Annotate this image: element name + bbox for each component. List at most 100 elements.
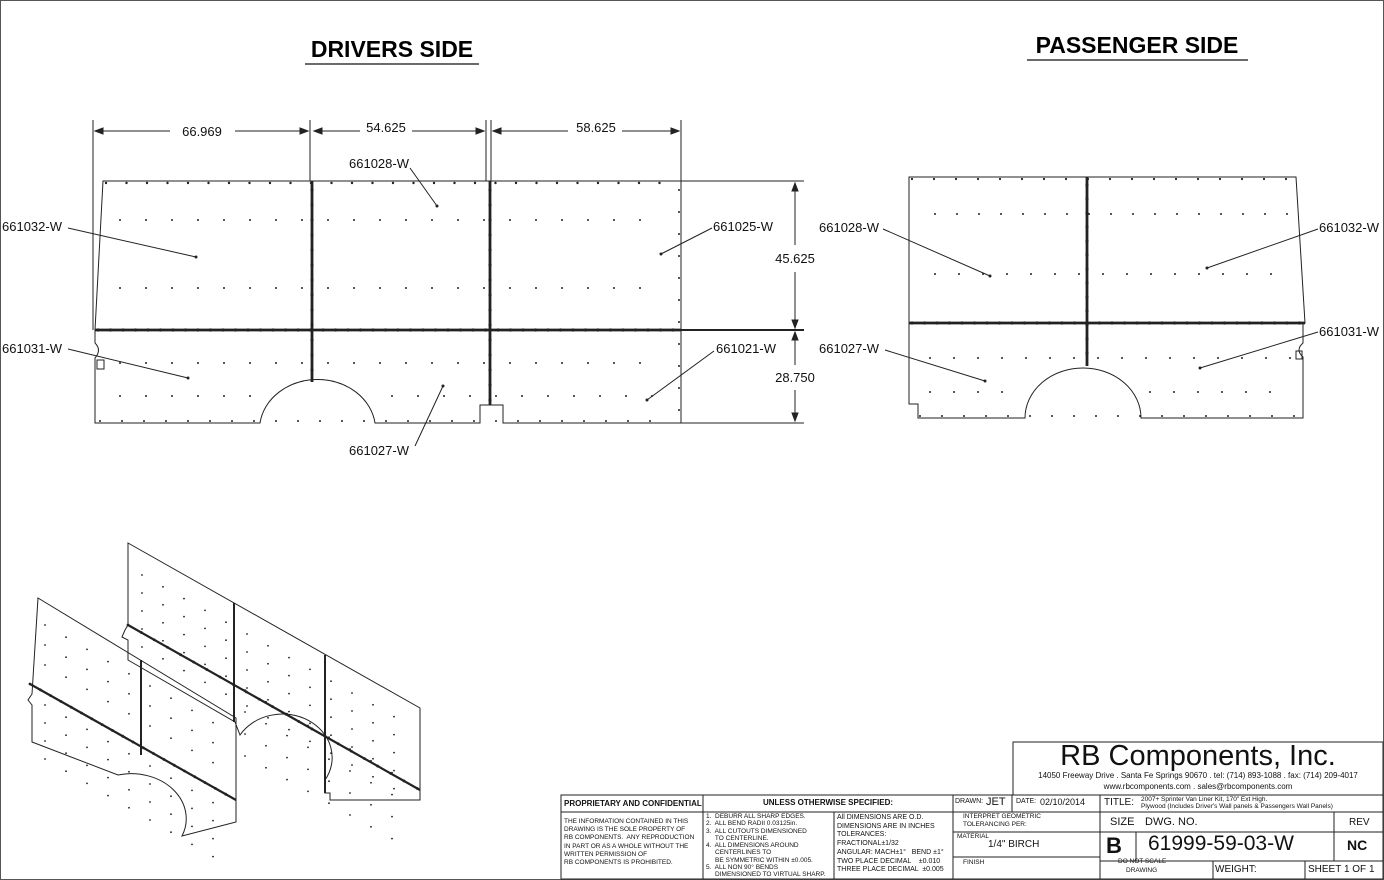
fastener-hole bbox=[393, 769, 395, 772]
note-line: CENTERLINES TO bbox=[706, 849, 772, 857]
fastener-hole bbox=[297, 420, 299, 422]
fastener-hole bbox=[170, 777, 172, 780]
fastener-hole bbox=[417, 395, 419, 397]
fastener-hole bbox=[1006, 273, 1008, 275]
fastener-hole bbox=[321, 328, 325, 332]
fastener-hole bbox=[443, 395, 445, 397]
company-address: 14050 Freeway Drive . Santa Fe Springs 9… bbox=[1038, 771, 1358, 780]
fastener-hole bbox=[587, 362, 589, 364]
fastener-hole bbox=[258, 328, 263, 332]
fastener-hole bbox=[934, 273, 936, 275]
label-661027: 661027-W bbox=[819, 341, 880, 356]
fastener-hole bbox=[86, 728, 88, 731]
fastener-hole bbox=[65, 656, 67, 659]
fastener-hole bbox=[1085, 337, 1089, 341]
fastener-hole bbox=[1044, 213, 1046, 215]
fastener-hole bbox=[307, 790, 309, 793]
note-line: 2. ALL BEND RADII 0.03125in. bbox=[706, 820, 798, 828]
fastener-hole bbox=[328, 758, 330, 761]
fastener-hole bbox=[932, 177, 936, 181]
fastener-hole bbox=[145, 395, 147, 397]
fastener-hole bbox=[44, 644, 46, 646]
fastener-hole bbox=[956, 213, 958, 215]
fastener-hole bbox=[978, 213, 980, 215]
note-line: RB COMPONENTS. ANY REPRODUCTION bbox=[564, 834, 695, 842]
fastener-hole bbox=[1000, 213, 1002, 215]
fastener-hole bbox=[86, 782, 88, 785]
fastener-hole bbox=[535, 362, 537, 364]
fastener-hole bbox=[488, 248, 492, 252]
fastener-hole bbox=[431, 219, 433, 221]
fastener-hole bbox=[107, 776, 109, 779]
fastener-hole bbox=[621, 328, 625, 332]
fastener-hole bbox=[1174, 177, 1178, 181]
fastener-hole bbox=[183, 669, 185, 672]
fastener-hole bbox=[929, 391, 931, 393]
fastener-hole bbox=[346, 328, 350, 332]
dwg-no-label: DWG. NO. bbox=[1145, 816, 1198, 828]
fastener-hole bbox=[1025, 357, 1027, 359]
fastener-hole bbox=[599, 395, 601, 397]
title-line2: Plywood (Includes Driver's Wall panels &… bbox=[1141, 803, 1333, 810]
fastener-hole bbox=[678, 343, 680, 345]
fastener-hole bbox=[267, 716, 269, 719]
fastener-hole bbox=[457, 287, 459, 289]
fastener-hole bbox=[977, 357, 979, 359]
fastener-hole bbox=[483, 219, 485, 221]
fastener-hole bbox=[1035, 321, 1039, 325]
fastener-hole bbox=[187, 420, 189, 422]
note-line: THREE PLACE DECIMAL ±0.005 bbox=[837, 866, 944, 874]
fastener-hole bbox=[249, 219, 251, 221]
fastener-hole bbox=[561, 420, 563, 422]
size-label: SIZE bbox=[1110, 816, 1135, 828]
fastener-hole bbox=[244, 755, 246, 757]
fastener-hole bbox=[587, 219, 589, 221]
fastener-hole bbox=[44, 624, 46, 626]
fastener-hole bbox=[1152, 177, 1156, 181]
fastener-hole bbox=[1270, 273, 1272, 275]
fastener-hole bbox=[509, 219, 511, 221]
fastener-hole bbox=[307, 746, 309, 749]
fastener-hole bbox=[402, 779, 406, 783]
fastener-hole bbox=[191, 807, 193, 810]
fastener-hole bbox=[1240, 177, 1244, 181]
fastener-hole bbox=[488, 203, 492, 207]
fastener-hole bbox=[1085, 351, 1089, 355]
note-line: TO CENTERLINE. bbox=[706, 834, 769, 842]
fastener-hole bbox=[119, 219, 121, 221]
fastener-hole bbox=[128, 788, 130, 791]
fastener-hole bbox=[296, 328, 300, 332]
fastener-hole bbox=[935, 321, 939, 325]
fastener-hole bbox=[547, 395, 549, 397]
fastener-hole bbox=[1047, 321, 1052, 325]
fastener-hole bbox=[328, 802, 330, 805]
fastener-hole bbox=[309, 181, 313, 185]
fastener-hole bbox=[1297, 321, 1302, 325]
fastener-hole bbox=[1073, 415, 1075, 417]
fastener-hole bbox=[376, 764, 380, 768]
fastener-hole bbox=[385, 420, 387, 422]
fastener-hole bbox=[152, 752, 156, 755]
fastener-hole bbox=[1085, 239, 1089, 243]
fastener-hole bbox=[495, 420, 497, 422]
fastener-hole bbox=[637, 181, 641, 185]
fastener-hole bbox=[170, 813, 172, 816]
fastener-hole bbox=[196, 328, 200, 332]
fastener-hole bbox=[910, 321, 914, 325]
fastener-hole bbox=[496, 328, 500, 332]
fastener-hole bbox=[128, 770, 130, 773]
fastener-hole bbox=[1085, 253, 1089, 257]
fastener-hole bbox=[191, 749, 193, 752]
fastener-hole bbox=[446, 328, 450, 332]
fastener-hole bbox=[231, 420, 233, 422]
fastener-hole bbox=[286, 734, 288, 737]
material-value: 1/4" BIRCH bbox=[988, 839, 1040, 850]
fastener-hole bbox=[86, 746, 88, 749]
fastener-hole bbox=[225, 675, 227, 678]
note-line: DIMENSIONS ARE IN INCHES bbox=[837, 822, 935, 830]
fastener-hole bbox=[1161, 415, 1163, 417]
fastener-hole bbox=[183, 615, 185, 618]
fastener-hole bbox=[947, 321, 952, 325]
fastener-hole bbox=[323, 734, 327, 738]
passenger-callouts bbox=[882, 228, 1319, 382]
